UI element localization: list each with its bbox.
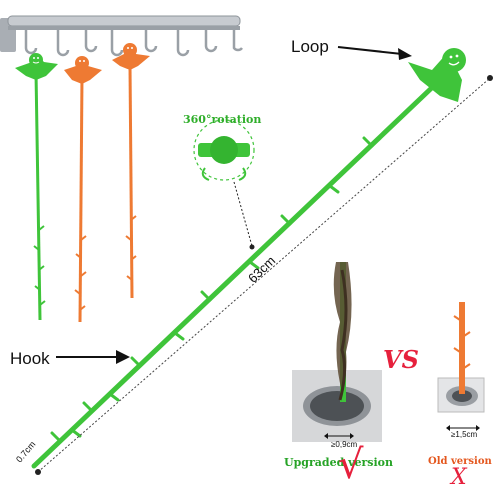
old-version-label: Old version xyxy=(428,456,492,467)
hook-arrow xyxy=(56,350,130,364)
hanging-rack xyxy=(0,15,243,57)
hanging-strip-orange-2 xyxy=(112,43,150,299)
hanging-strip-orange-1 xyxy=(64,56,102,323)
drain-snake-tool xyxy=(31,48,466,469)
hanging-strip-green xyxy=(15,53,58,321)
rotation-label: 360°rotation xyxy=(183,113,262,126)
upgraded-version-label: Upgraded version xyxy=(284,456,394,469)
new-diameter-label: ≥0,9cm xyxy=(331,440,358,449)
old-diameter-label: ≥1,5cm xyxy=(451,430,478,439)
length-dimension-line xyxy=(35,75,493,475)
hook-label: Hook xyxy=(10,349,50,368)
vs-label: VS xyxy=(383,345,419,374)
check-mark-icon: √ xyxy=(338,442,364,488)
cross-mark-icon: X xyxy=(451,465,467,490)
upgraded-drain-image xyxy=(292,262,382,442)
loop-handle xyxy=(408,48,466,102)
loop-label: Loop xyxy=(291,37,329,56)
rotation-inset xyxy=(193,119,255,250)
loop-arrow xyxy=(337,46,412,60)
old-drain-image xyxy=(437,302,485,431)
